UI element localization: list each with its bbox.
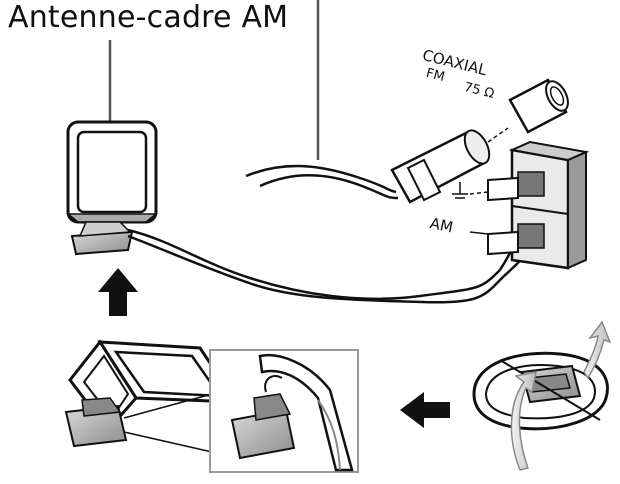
detail-inset: [209, 349, 359, 473]
fm-wire: [245, 164, 399, 200]
fm-coaxial-plug: [390, 127, 509, 204]
assembled-antenna: [64, 339, 239, 453]
am-loop-antenna: [65, 120, 159, 256]
folding-antenna: [472, 351, 609, 431]
coaxial-socket: [508, 78, 569, 134]
rotate-arrow-icon: [510, 320, 612, 471]
arrow-left-icon: [400, 392, 450, 428]
ground-symbol-icon: [452, 182, 468, 199]
terminal-block: [469, 140, 590, 270]
arrow-up-icon: [98, 268, 138, 316]
am-twisted-wire: [127, 228, 536, 304]
diagram-title: Antenne-cadre AM: [8, 0, 289, 35]
